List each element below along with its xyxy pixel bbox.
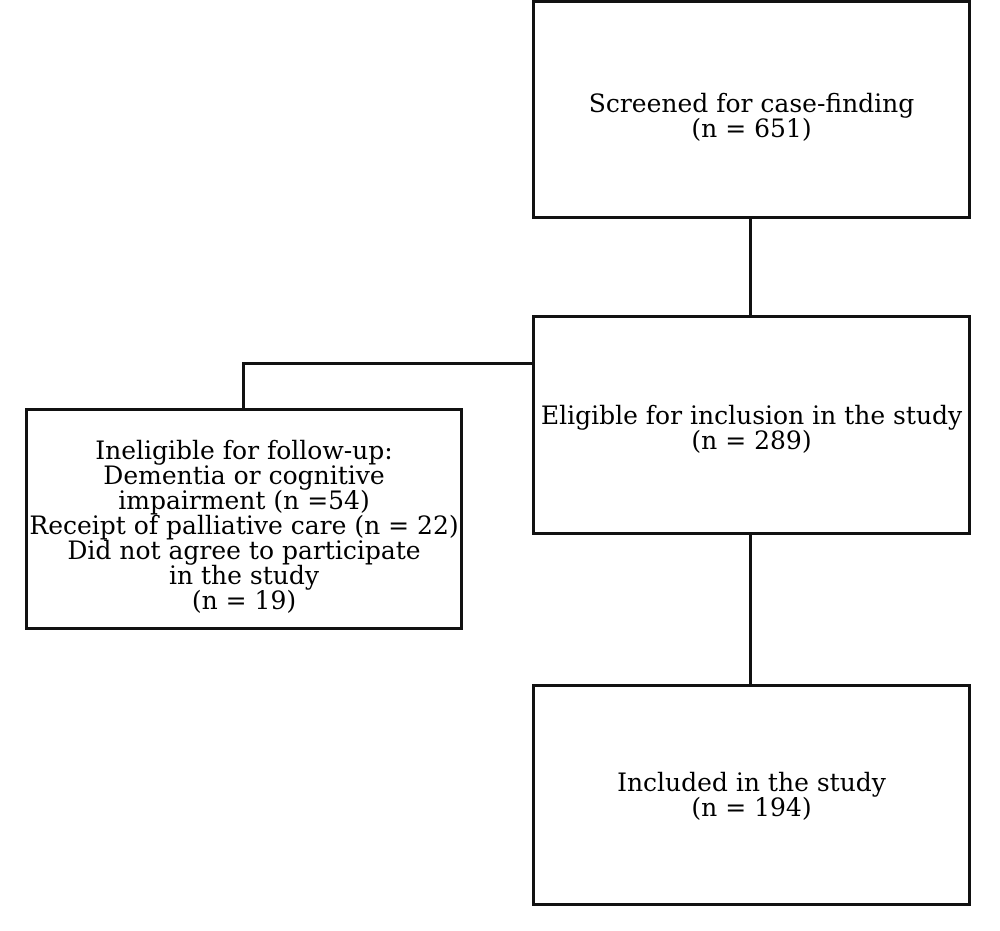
connector-eligible-to-included <box>749 535 752 684</box>
ineligible-palliative: Receipt of palliative care (n = 22) <box>29 510 459 540</box>
screened-box-content: Screened for case-finding (n = 651) <box>589 91 915 141</box>
ineligible-declined-line-2: in the study <box>168 560 320 590</box>
eligible-count: (n = 289) <box>691 426 812 455</box>
ineligible-declined-count: (n = 19) <box>191 585 297 615</box>
ineligible-dementia-line-2: impairment (n =54) <box>118 485 370 515</box>
included-box-content: Included in the study (n = 194) <box>617 770 886 820</box>
eligible-label: Eligible for inclusion in the study <box>540 401 963 430</box>
included-box: Included in the study (n = 194) <box>532 684 971 906</box>
eligible-box: Eligible for inclusion in the study (n =… <box>532 315 971 535</box>
screened-label: Screened for case-finding <box>588 88 915 118</box>
included-label: Included in the study <box>617 768 886 797</box>
ineligible-box: Ineligible for follow-up: Dementia or co… <box>25 408 463 630</box>
ineligible-box-content: Ineligible for follow-up: Dementia or co… <box>29 438 458 613</box>
connector-eligible-to-ineligible-horizontal <box>242 362 532 365</box>
connector-eligible-to-ineligible-vertical <box>242 362 245 408</box>
screened-box: Screened for case-finding (n = 651) <box>532 0 971 219</box>
connector-screened-to-eligible <box>749 219 752 315</box>
ineligible-dementia-line-1: Dementia or cognitive <box>103 460 385 490</box>
eligible-box-content: Eligible for inclusion in the study (n =… <box>541 403 962 453</box>
ineligible-declined-line-1: Did not agree to participate <box>67 535 421 565</box>
included-count: (n = 194) <box>691 793 812 822</box>
screened-count: (n = 651) <box>691 113 812 143</box>
ineligible-heading: Ineligible for follow-up: <box>95 435 393 465</box>
